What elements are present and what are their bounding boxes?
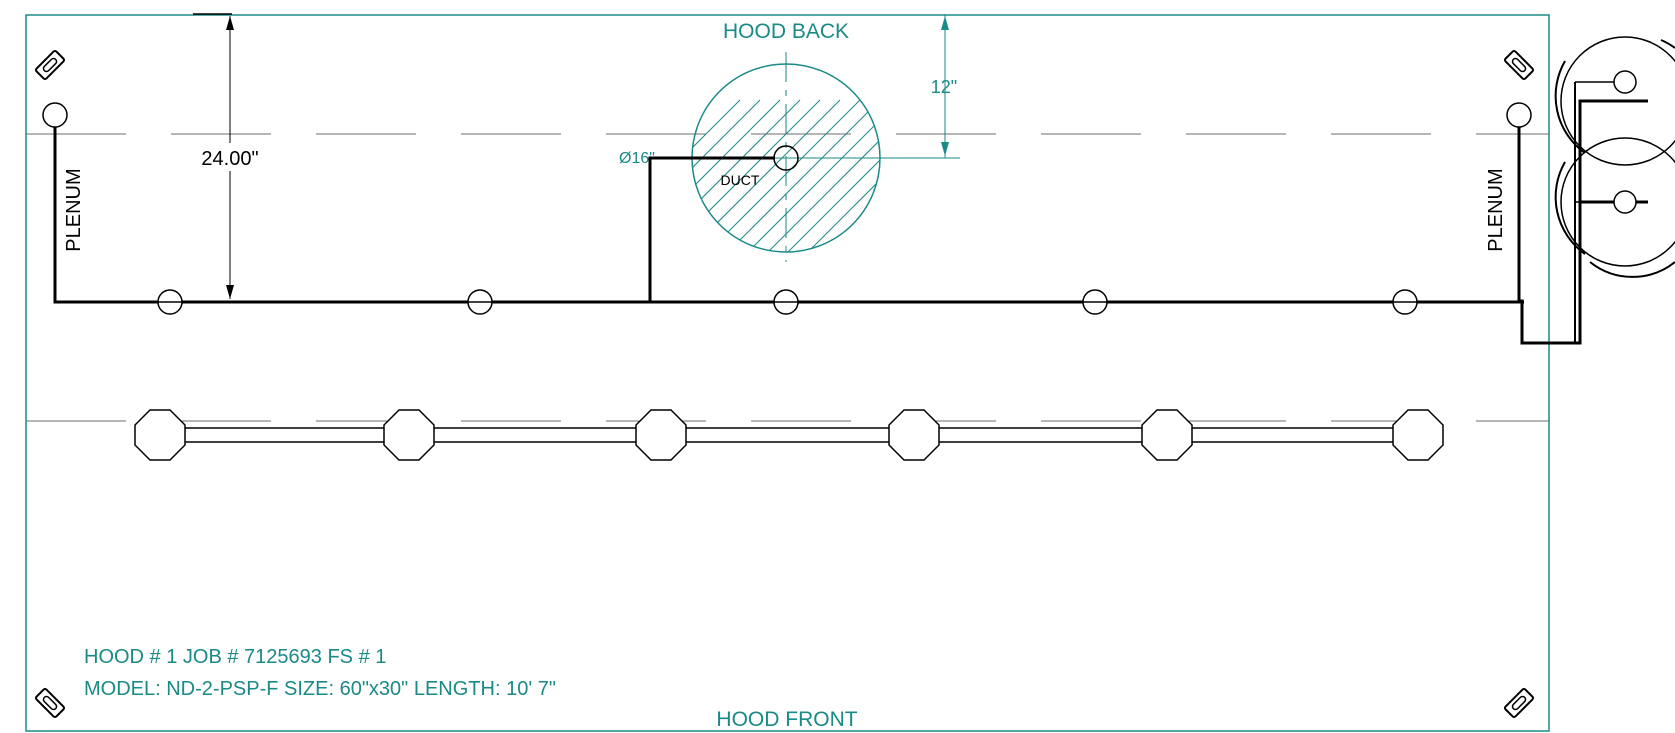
corner-marker-top-left — [34, 49, 66, 81]
tank-upper-valve — [1613, 70, 1637, 94]
supply-fitting-right — [1506, 102, 1532, 128]
dimension-12in-label: 12" — [931, 77, 957, 97]
tank-lower-valve — [1613, 190, 1637, 214]
title-block-line2: MODEL: ND-2-PSP-F SIZE: 60"x30" LENGTH: … — [84, 678, 556, 700]
pencil-eraser-icon — [1503, 687, 1535, 719]
fusible-link-4 — [888, 409, 940, 461]
pencil-eraser-icon — [1503, 49, 1535, 81]
duct-circle: DUCT — [690, 52, 881, 262]
fusible-link-3 — [635, 409, 687, 461]
fusible-link-line — [134, 409, 1444, 461]
title-block-line1: HOOD # 1 JOB # 7125693 FS # 1 — [84, 646, 386, 668]
duct-nozzle — [773, 145, 799, 171]
fusible-link-2 — [383, 409, 435, 461]
tank-assembly — [1554, 36, 1675, 343]
hood-back-label: HOOD BACK — [723, 20, 849, 43]
plenum-left-label: PLENUM — [63, 168, 85, 251]
corner-marker-top-right — [1503, 49, 1535, 81]
duct-diameter-label: Ø16" — [619, 150, 655, 167]
plenum-right-label: PLENUM — [1485, 168, 1507, 251]
duct-label: DUCT — [721, 172, 760, 188]
pencil-eraser-icon — [34, 49, 66, 81]
fusible-link-octagons — [134, 409, 1444, 461]
hood-front-label: HOOD FRONT — [716, 708, 857, 731]
duct-hatch — [692, 99, 880, 252]
fusible-link-6 — [1392, 409, 1444, 461]
corner-marker-bottom-right — [1503, 687, 1535, 719]
dimension-24in: 24.00" — [188, 13, 272, 299]
dimension-24in-label: 24.00" — [201, 148, 258, 170]
fusible-link-5 — [1141, 409, 1193, 461]
supply-fitting-left — [42, 102, 68, 128]
corner-marker-bottom-left — [34, 687, 66, 719]
hood-outline — [25, 14, 1550, 732]
pencil-eraser-icon — [34, 687, 66, 719]
tank-lower — [1554, 137, 1675, 278]
fusible-link-1 — [134, 409, 186, 461]
